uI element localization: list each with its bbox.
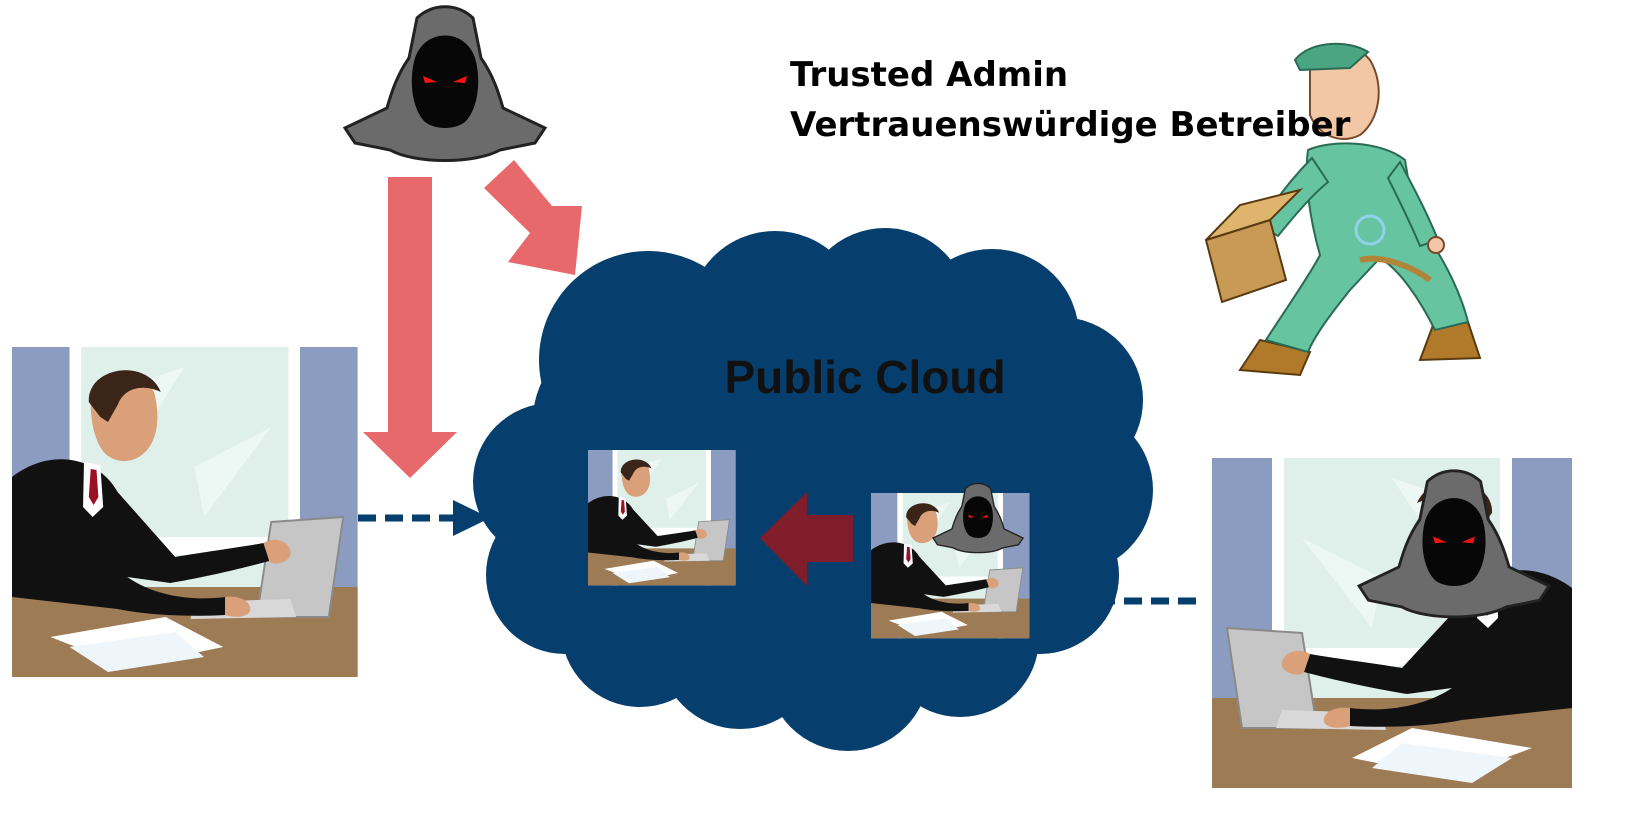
hooded-attacker-icon (343, 5, 547, 162)
hooded-impostor-laptop-icon (1211, 457, 1573, 789)
cloud-title: Public Cloud (724, 351, 1006, 403)
attack-arrow-diagonal (484, 160, 582, 275)
attack-arrow-down (363, 177, 457, 478)
dashed-connector-right (1055, 583, 1196, 619)
trusted-admin-label: Trusted Admin Vertrauenswürdige Betreibe… (790, 50, 1350, 150)
impersonation-arrow (760, 492, 853, 586)
trusted-admin-label-line-1: Trusted Admin (790, 55, 1069, 95)
businessman-laptop-icon (11, 346, 359, 678)
cloud-legit-user-thumbnail (587, 449, 737, 586)
dashed-connector-left (358, 500, 490, 536)
cloud-impostor-thumbnail (870, 482, 1030, 639)
public-cloud (470, 225, 1156, 754)
trusted-admin-worker-icon (1204, 42, 1482, 377)
trusted-admin-label-line-2: Vertrauenswürdige Betreiber (790, 105, 1351, 145)
